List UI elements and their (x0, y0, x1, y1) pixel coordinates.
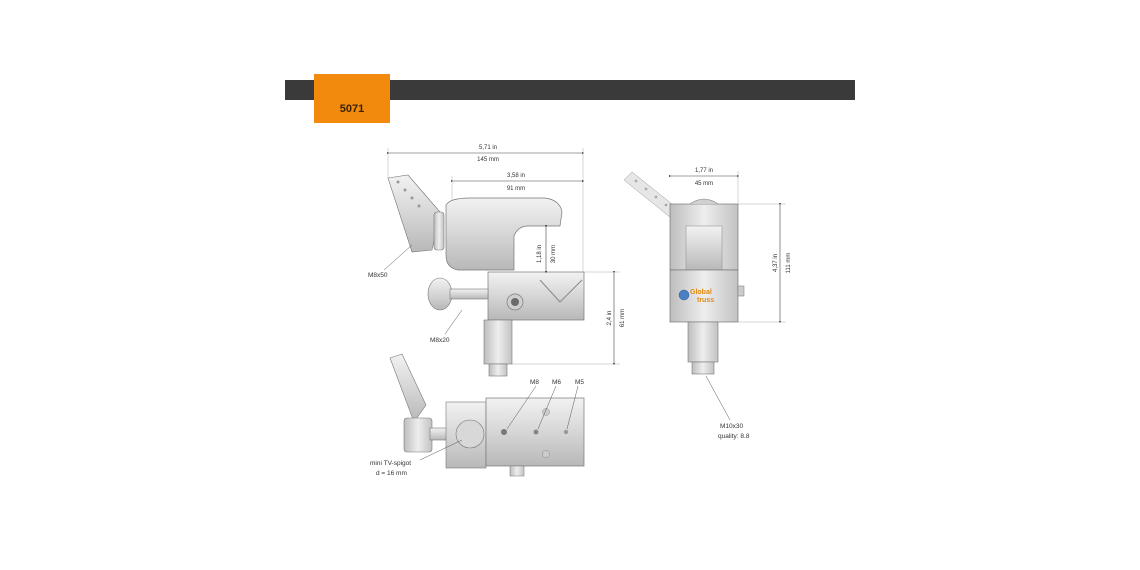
base-height-in: 2,4 in (607, 311, 613, 326)
lever-screw-label: M8x50 (368, 272, 388, 279)
quality-label: quality: 8.8 (718, 433, 750, 440)
model-number: 5071 (339, 103, 365, 115)
jaw-height-in: 1,18 in (537, 245, 543, 263)
base-height-mm: 61 mm (620, 309, 626, 327)
side-height-mm: 111 mm (786, 253, 792, 274)
spigot-label-1: mini TV-spigot (370, 460, 411, 467)
jaw-width-in: 3,58 in (507, 173, 525, 179)
jaw-height-mm: 30 mm (551, 245, 557, 263)
side-width-in: 1,77 in (695, 168, 713, 174)
header-bar (285, 80, 855, 100)
spigot (483, 319, 513, 365)
side-width-mm: 45 mm (695, 181, 713, 187)
clamp-block (487, 271, 585, 321)
logo-text-2: truss (697, 297, 714, 304)
bottom-view: M8 M6 M5 mini TV-spigot d = 16 mm (370, 353, 584, 477)
side-height-in: 4,37 in (773, 254, 779, 272)
overall-width-mm: 145 mm (477, 157, 499, 163)
model-tab (314, 74, 390, 123)
globe-icon (678, 289, 690, 301)
clamp-jaw (445, 197, 563, 271)
spigot-label-2: d = 16 mm (376, 470, 407, 477)
knob-screw-label: M8x20 (430, 337, 450, 344)
hole-m8-label: M8 (530, 379, 539, 386)
side-view: Global truss 1,77 in 45 mm 4,37 in 111 m… (623, 168, 792, 440)
logo-text-1: Global (690, 289, 712, 296)
overall-width-in: 5,71 in (479, 145, 497, 151)
bottom-lever (389, 353, 427, 423)
hole-m5-label: M5 (575, 379, 584, 386)
lever-handle (387, 174, 441, 253)
m10-screw-label: M10x30 (720, 423, 744, 430)
tightening-knob (427, 277, 453, 311)
jaw-width-mm: 91 mm (507, 186, 525, 192)
hole-m6-label: M6 (552, 379, 561, 386)
front-view: 5,71 in 145 mm 3,58 in 91 mm 1,18 in 30 … (368, 145, 626, 377)
